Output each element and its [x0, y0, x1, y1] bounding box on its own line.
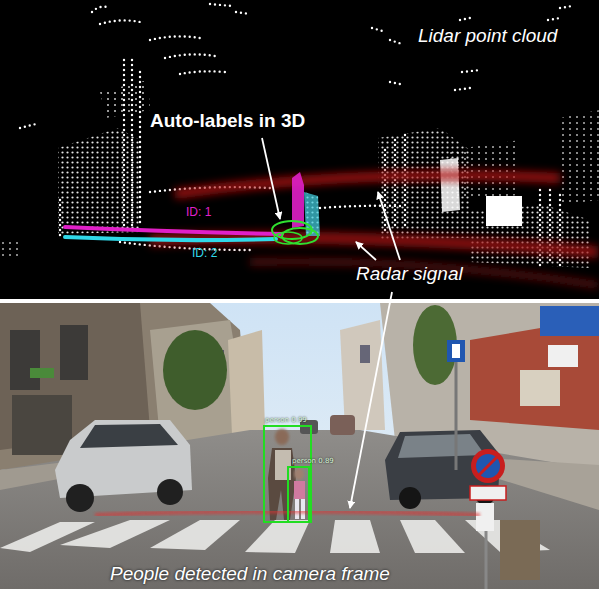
- track-line: [65, 227, 282, 234]
- lidar-ground: [0, 0, 599, 299]
- track-id: ID: 1: [186, 206, 211, 220]
- detection-box: person 0.89: [287, 466, 310, 523]
- callout-label: Radar signal: [356, 263, 463, 285]
- track-id: ID: 2: [192, 247, 217, 261]
- point-cloud: [0, 4, 599, 270]
- person-points: [272, 172, 320, 244]
- panel-separator: [0, 299, 599, 303]
- panel-caption: People detected in camera frame: [110, 563, 390, 585]
- leader-arrow: [350, 292, 392, 508]
- panel-caption: Lidar point cloud: [418, 25, 557, 47]
- callout-label: Auto-labels in 3D: [150, 110, 305, 132]
- track-line: [65, 237, 276, 240]
- radar-streak: [150, 175, 598, 285]
- camera-photo: [0, 303, 599, 589]
- detection-box: person 0.99person 0.89: [263, 425, 312, 523]
- leader-arrow: [262, 138, 400, 260]
- detection-label: person 0.89: [292, 458, 334, 465]
- detection-label: person 0.99: [265, 417, 307, 424]
